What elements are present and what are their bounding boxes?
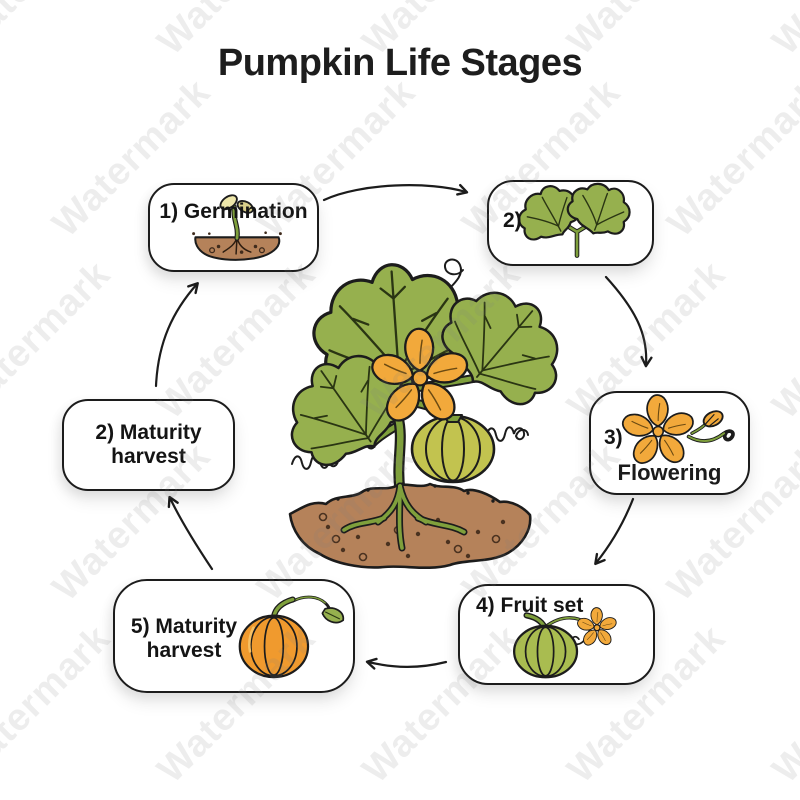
page-title: Pumpkin Life Stages bbox=[217, 42, 583, 84]
arrow-fruitset-to-maturity bbox=[365, 657, 448, 670]
roots bbox=[340, 482, 468, 552]
stage-box-flowering: 3) Flowering bbox=[589, 391, 750, 495]
stage-box-germination: 1) Germination bbox=[148, 183, 319, 272]
flower-with-bud-illustration bbox=[619, 394, 735, 469]
stage-box-maturity-harvest: 5) Maturity harvest bbox=[113, 579, 355, 693]
stage-label-fruit-set: 4) Fruit set bbox=[476, 594, 584, 617]
arrow-germination-to-seedling bbox=[322, 183, 469, 202]
stage-label-maturity-harvest: 5) Maturity harvest bbox=[130, 615, 238, 662]
stage-label-germination: 1) Germination bbox=[159, 200, 308, 223]
arrow-seedling-to-flowering bbox=[604, 275, 653, 368]
stage-label-maturity-left: 2) Maturity harvest bbox=[95, 421, 202, 468]
soil-mound bbox=[288, 482, 532, 570]
stage-box-seedling: 2) bbox=[487, 173, 654, 266]
arrow-maturity-to-left bbox=[167, 495, 214, 571]
stage-label-flowering-number: 3) bbox=[604, 426, 623, 449]
seed-sprout-illustration bbox=[192, 194, 282, 261]
arrow-flowering-to-fruitset bbox=[594, 497, 635, 566]
center-pumpkin-plant-illustration bbox=[264, 257, 586, 570]
two-leaf-seedling-illustration bbox=[509, 173, 638, 258]
stage-label-seedling: 2) bbox=[503, 209, 522, 232]
pumpkin-flower bbox=[367, 327, 473, 428]
stage-box-maturity-left: 2) Maturity harvest bbox=[62, 399, 235, 491]
mature-orange-pumpkin-illustration bbox=[238, 595, 345, 679]
stage-box-fruit-set: 4) Fruit set bbox=[458, 584, 655, 685]
arrow-left-to-germination bbox=[154, 281, 199, 388]
stage-caption-flowering: Flowering bbox=[617, 460, 722, 485]
small-green-pumpkin-illustration bbox=[513, 607, 619, 679]
